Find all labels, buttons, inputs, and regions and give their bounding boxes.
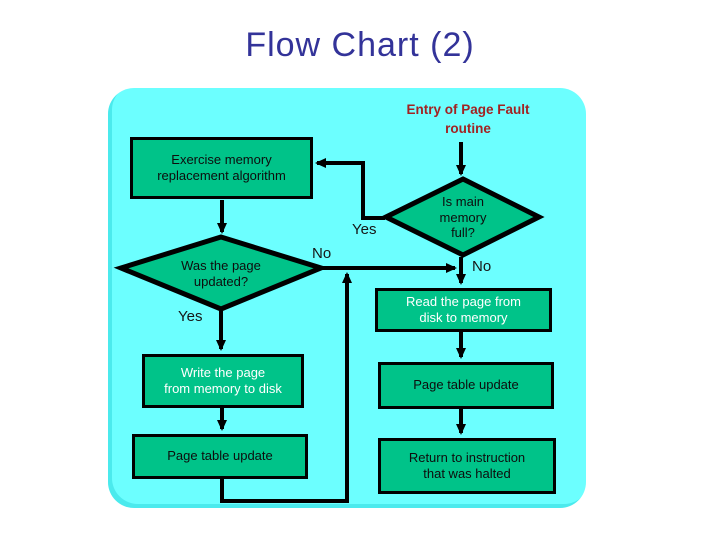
connector-pagetable-loop (220, 272, 352, 503)
decision-was-page-updated (113, 234, 329, 312)
node-page-table-update-left: Page table update (132, 434, 308, 479)
decision-is-main-memory-full-label: Is main memory full? (439, 194, 487, 241)
node-read-page-from-disk: Read the page from disk to memory (375, 288, 552, 332)
edge-label-is-full-yes: Yes (352, 221, 377, 238)
slide-title: Flow Chart (2) (245, 26, 475, 64)
node-page-table-update-right: Page table update (378, 362, 554, 409)
node-write-page-to-disk: Write the page from memory to disk (142, 354, 304, 408)
decision-was-page-updated-label: Was the page updated? (181, 258, 261, 289)
node-return-to-instruction: Return to instruction that was halted (378, 438, 556, 494)
decision-is-main-memory-full (380, 176, 545, 258)
node-exercise-memory-replacement: Exercise memory replacement algorithm (130, 137, 313, 199)
edge-label-is-full-no: No (472, 258, 492, 275)
entry-of-page-fault-label: Entry of Page Fault routine (406, 102, 530, 136)
connector-yes-to-exercise (315, 158, 385, 220)
edge-label-was-updated-yes: Yes (178, 308, 203, 325)
edge-label-was-updated-no: No (312, 245, 332, 262)
